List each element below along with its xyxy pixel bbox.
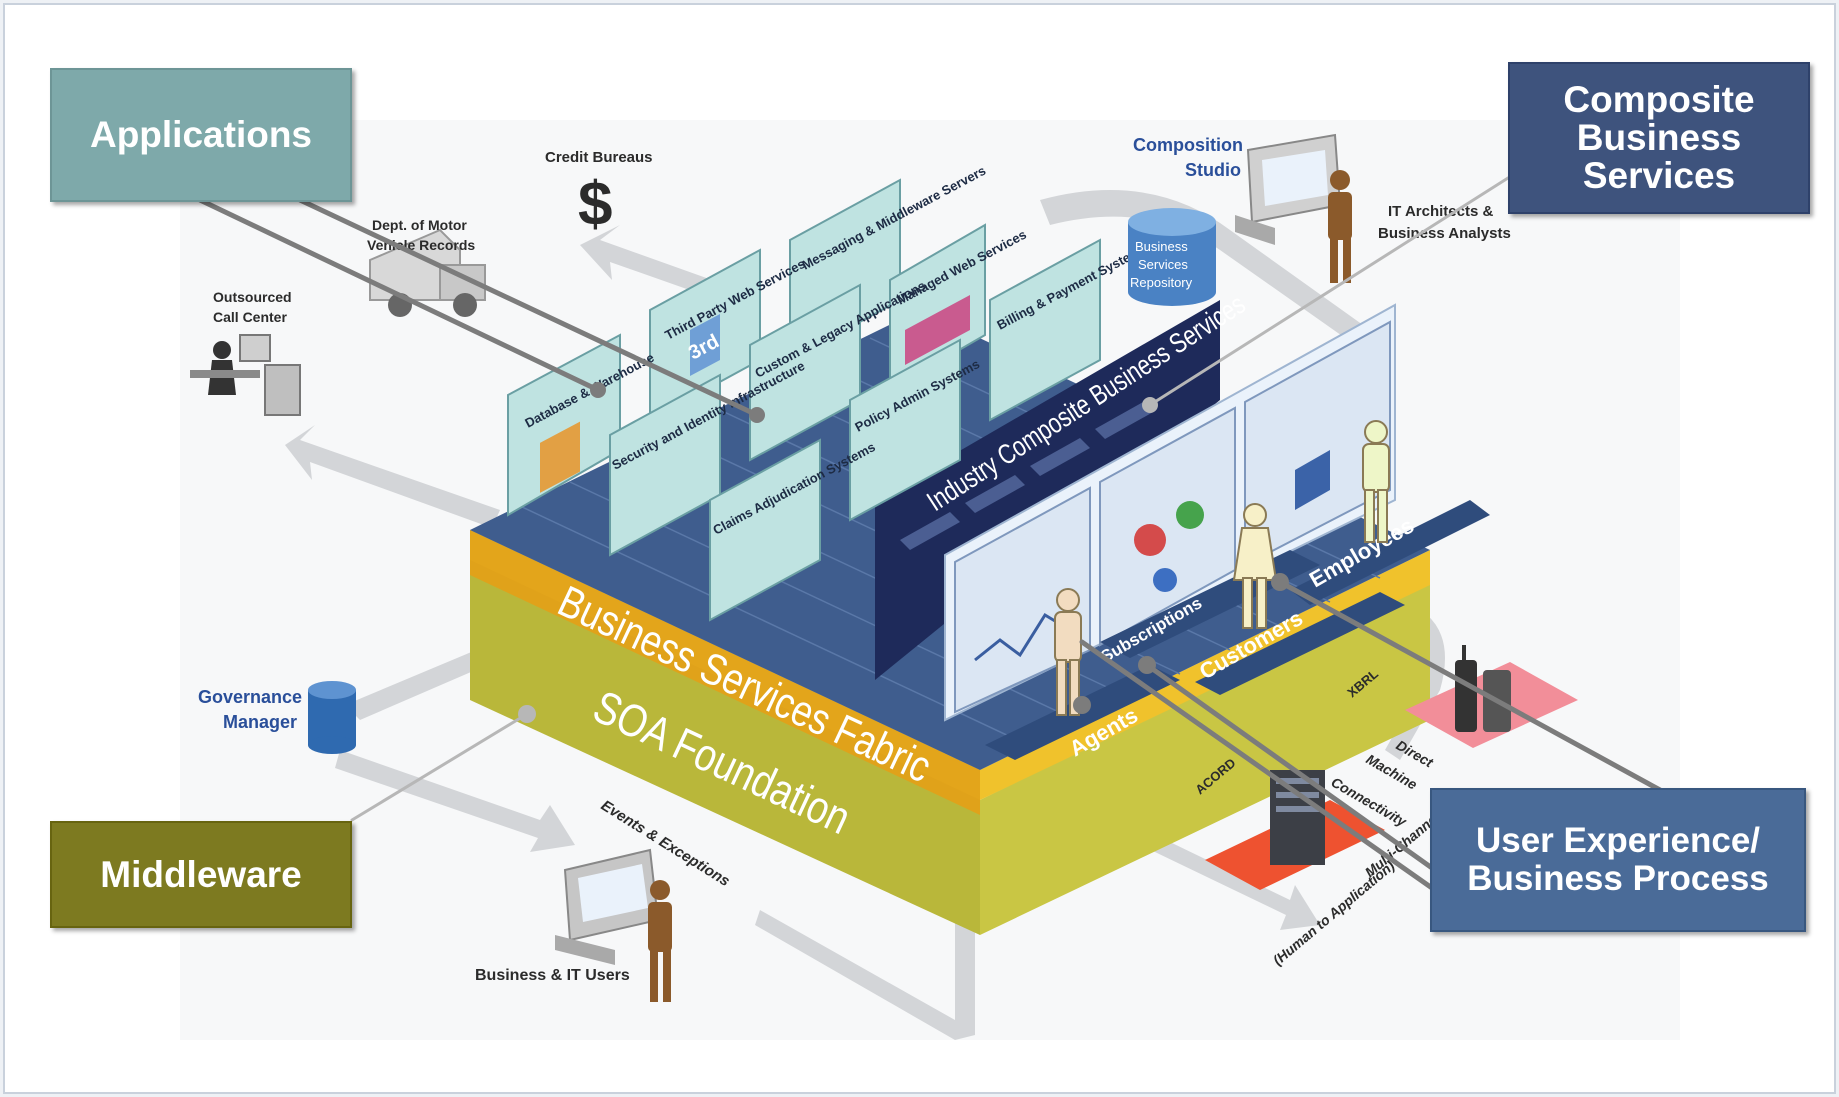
business-users-workstation-icon — [555, 848, 660, 965]
soa-foundation-front — [470, 560, 980, 935]
it-architects-label-line2: Business Analysts — [1378, 225, 1511, 242]
managed-ws-art — [905, 295, 970, 365]
call-center-icon — [190, 334, 301, 416]
call-center-label-line1: Outsourced — [213, 289, 292, 305]
business-user-figure — [648, 880, 672, 1002]
it-architects-label-line1: IT Architects & — [1388, 203, 1493, 220]
app-panel-claims — [709, 438, 821, 622]
composition-studio-label-line2: Studio — [1185, 160, 1241, 180]
business-users-label: Business & IT Users — [475, 967, 630, 984]
callout-applications: Applications — [50, 68, 352, 202]
app-panel-billing — [989, 238, 1101, 422]
governance-database-icon — [308, 681, 356, 754]
repository-label-line3: Repository — [1130, 275, 1193, 290]
portal-employees — [1290, 500, 1490, 605]
dashboard-block — [1295, 450, 1330, 510]
callout-composite-business-services: Composite Business Services — [1508, 62, 1810, 214]
fabric-front — [470, 530, 980, 800]
fabric-side — [980, 550, 1430, 800]
callout-connectors — [197, 197, 1663, 891]
truck-icon — [369, 228, 486, 317]
workstation-icon — [1235, 133, 1342, 245]
dashboard-pie-3 — [1153, 568, 1177, 592]
people-figures — [1054, 420, 1390, 716]
connector-ux-2 — [1144, 662, 1435, 871]
dmv-label-line2: Vehicle Records — [367, 237, 475, 253]
industry-services-arrows — [900, 401, 1155, 550]
app-panel-policy — [849, 338, 961, 522]
governance-label-line1: Governance — [198, 687, 302, 707]
callout-user-experience: User Experience/ Business Process — [1430, 788, 1806, 932]
portal-strips — [985, 500, 1490, 760]
connector-applications-2 — [297, 197, 760, 418]
call-center-label-line2: Call Center — [213, 309, 287, 325]
dashboard-pie-2 — [1176, 501, 1204, 529]
composition-studio-label-line1: Composition — [1133, 135, 1243, 155]
governance-label-line2: Manager — [223, 712, 297, 732]
dollar-icon: $ — [578, 170, 612, 239]
callout-middleware: Middleware — [50, 821, 352, 928]
agent-figure — [1054, 588, 1082, 716]
portal-customers — [1195, 592, 1405, 695]
repository-label-line1: Business — [1135, 239, 1188, 254]
credit-bureaus-label: Credit Bureaus — [545, 149, 653, 166]
connector-applications-1 — [197, 197, 601, 393]
connector-ux-3 — [1277, 579, 1663, 793]
employee-figure — [1362, 420, 1390, 543]
third-party-badge — [690, 314, 720, 376]
customer-figure — [1232, 503, 1278, 629]
soa-foundation-side — [980, 580, 1430, 935]
connector-dots — [518, 382, 1289, 723]
dmv-label-line1: Dept. of Motor — [372, 217, 467, 233]
repository-label-line2: Services — [1138, 257, 1188, 272]
connector-middleware — [350, 712, 529, 822]
callout-connectors-light — [350, 176, 1510, 822]
connector-composite — [1148, 176, 1510, 407]
dashboard-pie-1 — [1134, 524, 1166, 556]
architect-figure — [1328, 170, 1352, 283]
connector-ux-1 — [1079, 639, 1435, 891]
dashboard-line-chart — [974, 612, 1071, 662]
app-panel-database-art — [540, 421, 580, 493]
repository-icon — [1128, 208, 1216, 306]
